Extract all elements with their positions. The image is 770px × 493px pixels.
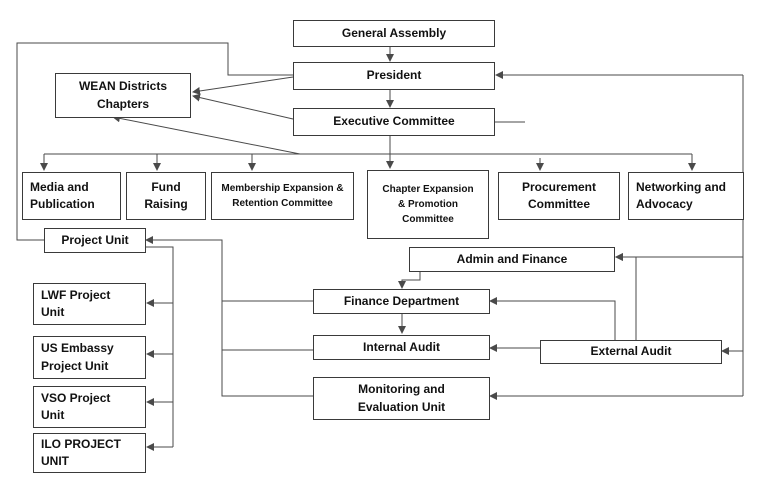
connector-executive-wean <box>192 93 294 120</box>
box-monitoring-evaluation: Monitoring and Evaluation Unit <box>313 377 490 420</box>
label-monitoring-evaluation: Monitoring and Evaluation Unit <box>357 382 446 414</box>
label-external-audit: External Audit <box>590 344 672 359</box>
box-chapter-expansion: Chapter Expansion & Promotion Committee <box>367 170 489 239</box>
box-wean-districts: WEAN Districts Chapters <box>55 73 191 118</box>
label-us-embassy-project: US Embassy Project Unit <box>41 341 114 373</box>
box-procurement: Procurement Committee <box>498 172 620 220</box>
label-internal-audit: Internal Audit <box>363 339 440 354</box>
connector-president-wean <box>192 76 294 95</box>
box-general-assembly: General Assembly <box>293 20 495 47</box>
box-finance-department: Finance Department <box>313 289 490 314</box>
box-external-audit: External Audit <box>540 340 722 364</box>
label-vso-project: VSO Project Unit <box>41 390 111 422</box>
label-membership-expansion: Membership Expansion & Retention Committ… <box>221 183 344 209</box>
label-wean-districts: WEAN Districts Chapters <box>78 79 167 111</box>
label-networking-advocacy: Networking and Advocacy <box>636 179 727 211</box>
connector-external-admin <box>615 253 637 340</box>
box-fund-raising: Fund Raising <box>126 172 206 220</box>
connector-bus-wean <box>112 114 301 155</box>
connector-president-project-loop <box>16 42 293 241</box>
box-lwf-project: LWF Project Unit <box>33 283 146 325</box>
label-general-assembly: General Assembly <box>341 25 447 40</box>
box-networking-advocacy: Networking and Advocacy <box>628 172 744 220</box>
label-media-publication: Media and Publication <box>30 179 95 211</box>
connector-project-bus <box>146 246 174 447</box>
box-internal-audit: Internal Audit <box>313 335 490 360</box>
label-executive-committee: Executive Committee <box>333 114 455 129</box>
box-us-embassy-project: US Embassy Project Unit <box>33 336 146 379</box>
label-president: President <box>366 68 422 83</box>
label-chapter-expansion: Chapter Expansion & Promotion Committee <box>382 184 474 225</box>
connector-external-finance <box>489 297 616 340</box>
box-vso-project: VSO Project Unit <box>33 386 146 428</box>
label-ilo-project: ILO PROJECT UNIT <box>41 436 122 468</box>
box-executive-committee: Executive Committee <box>293 108 495 136</box>
box-ilo-project: ILO PROJECT UNIT <box>33 433 146 473</box>
box-project-unit: Project Unit <box>44 228 146 253</box>
box-media-publication: Media and Publication <box>22 172 121 220</box>
label-admin-finance: Admin and Finance <box>456 251 568 266</box>
box-admin-finance: Admin and Finance <box>409 247 615 272</box>
label-lwf-project: LWF Project Unit <box>41 287 111 319</box>
label-fund-raising: Fund Raising <box>144 179 188 211</box>
connector-admin-finance <box>398 272 421 289</box>
label-procurement: Procurement Committee <box>521 179 597 211</box>
box-president: President <box>293 62 495 90</box>
connector-departments-project <box>145 236 313 397</box>
label-project-unit: Project Unit <box>61 232 129 247</box>
label-finance-department: Finance Department <box>343 293 460 308</box>
box-membership-expansion: Membership Expansion & Retention Committ… <box>211 172 354 220</box>
